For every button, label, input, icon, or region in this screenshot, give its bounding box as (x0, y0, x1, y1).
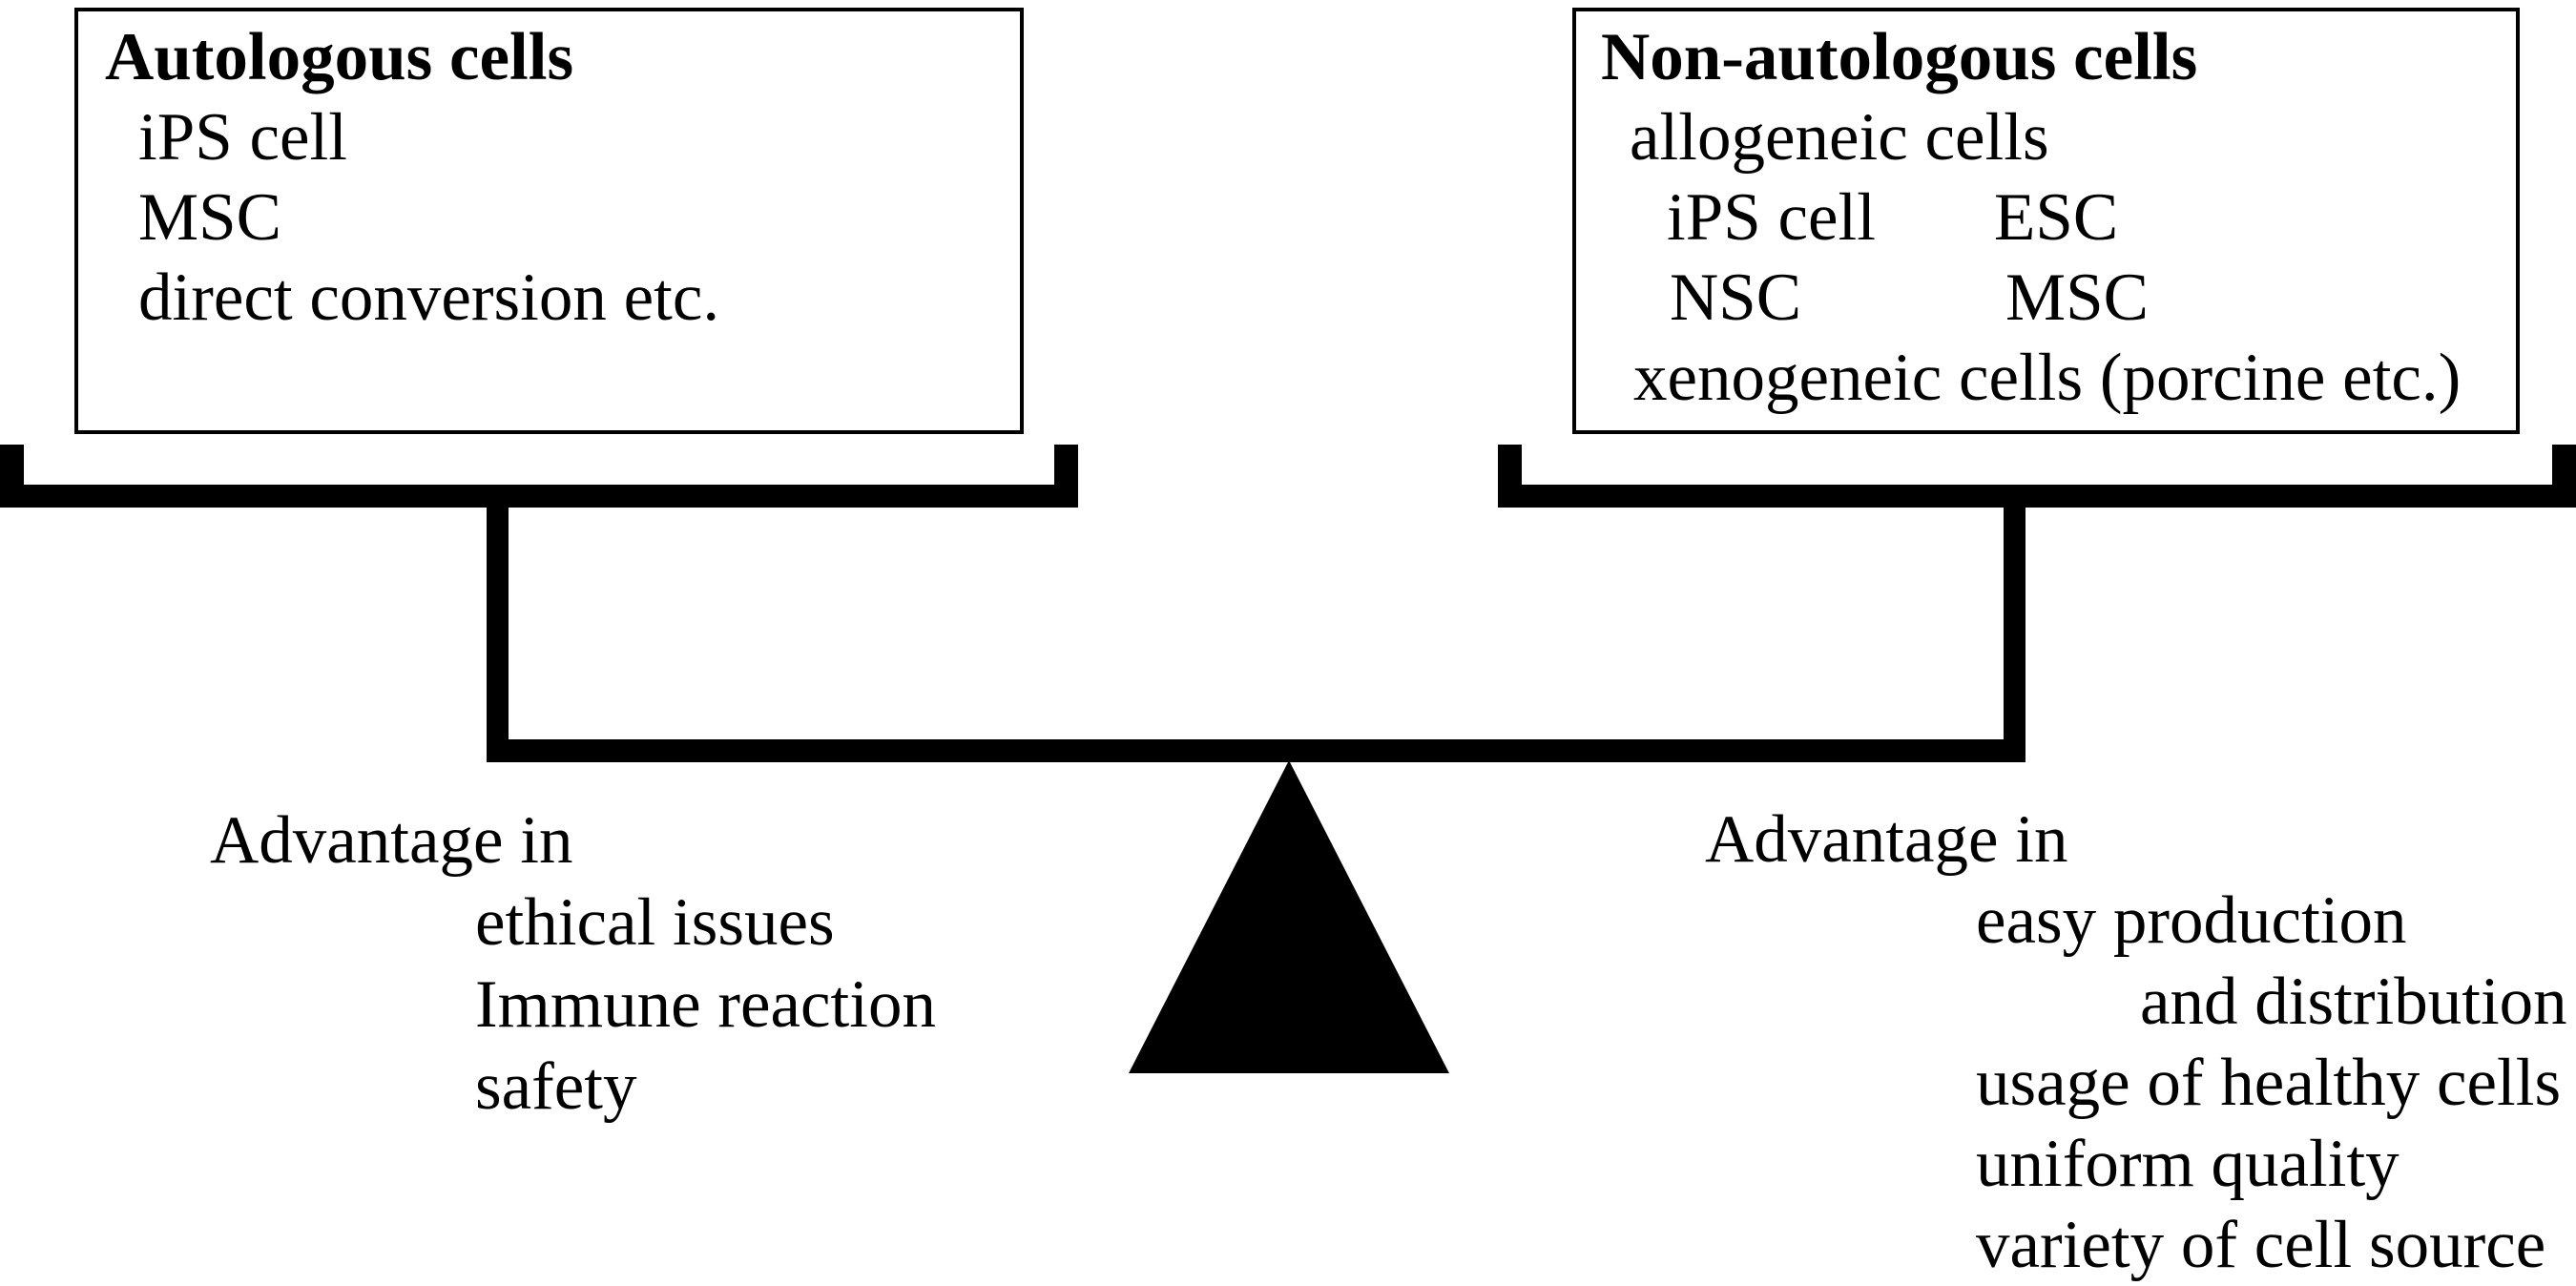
balance-beam (487, 739, 2025, 762)
autologous-item-ips: iPS cell (138, 100, 347, 175)
non-autologous-item-xenogeneic: xenogeneic cells (porcine etc.) (1633, 341, 2462, 415)
left-advantage-safety: safety (475, 1049, 637, 1124)
right-advantage-cell-source-variety: variety of cell source (1976, 1208, 2546, 1282)
non-autologous-item-ips: iPS cell (1667, 180, 1876, 255)
non-autologous-cells-box: Non-autologous cells allogeneic cells iP… (1572, 8, 2520, 434)
right-advantage-and-distribution: and distribution (2140, 964, 2567, 1039)
right-advantage-heading: Advantage in (1705, 802, 2068, 877)
left-hanger-post (487, 506, 509, 741)
left-advantage-heading: Advantage in (210, 803, 573, 878)
autologous-item-msc: MSC (138, 180, 281, 255)
non-autologous-item-msc: MSC (2005, 260, 2149, 335)
left-advantage-ethical: ethical issues (475, 885, 835, 960)
autologous-advantage-list: Advantage in ethical issues Immune react… (210, 799, 936, 1128)
autologous-box-title: Autologous cells (105, 20, 574, 94)
non-autologous-box-title: Non-autologous cells (1601, 20, 2198, 94)
right-advantage-healthy-cells: usage of healthy cells (1976, 1046, 2562, 1120)
left-advantage-immune: Immune reaction (475, 967, 936, 1042)
right-pan-tray-end-cap-left (1498, 445, 1522, 508)
non-autologous-advantage-list: Advantage in easy production and distrib… (1705, 799, 2567, 1286)
right-pan-tray-bar (1498, 485, 2576, 508)
non-autologous-item-allogeneic: allogeneic cells (1630, 100, 2049, 175)
non-autologous-item-esc: ESC (1994, 180, 2119, 255)
left-pan-tray-end-cap-left (0, 445, 24, 508)
left-pan-tray-bar (0, 485, 1078, 508)
autologous-item-direct-conversion: direct conversion etc. (138, 260, 720, 335)
non-autologous-item-nsc: NSC (1670, 260, 1802, 335)
autologous-cells-box: Autologous cells iPS cell MSC direct con… (74, 8, 1024, 434)
fulcrum-triangle-icon (1129, 760, 1449, 1073)
right-pan-tray-end-cap-right (2552, 445, 2576, 508)
left-pan-tray-end-cap-right (1054, 445, 1078, 508)
non-autologous-item-nsc-msc: NSC MSC (1576, 258, 2516, 338)
right-advantage-uniform-quality: uniform quality (1976, 1127, 2399, 1201)
non-autologous-item-ips-esc: iPS cell ESC (1576, 177, 2516, 258)
right-advantage-easy-production: easy production (1976, 883, 2407, 958)
right-hanger-post (2004, 506, 2025, 741)
